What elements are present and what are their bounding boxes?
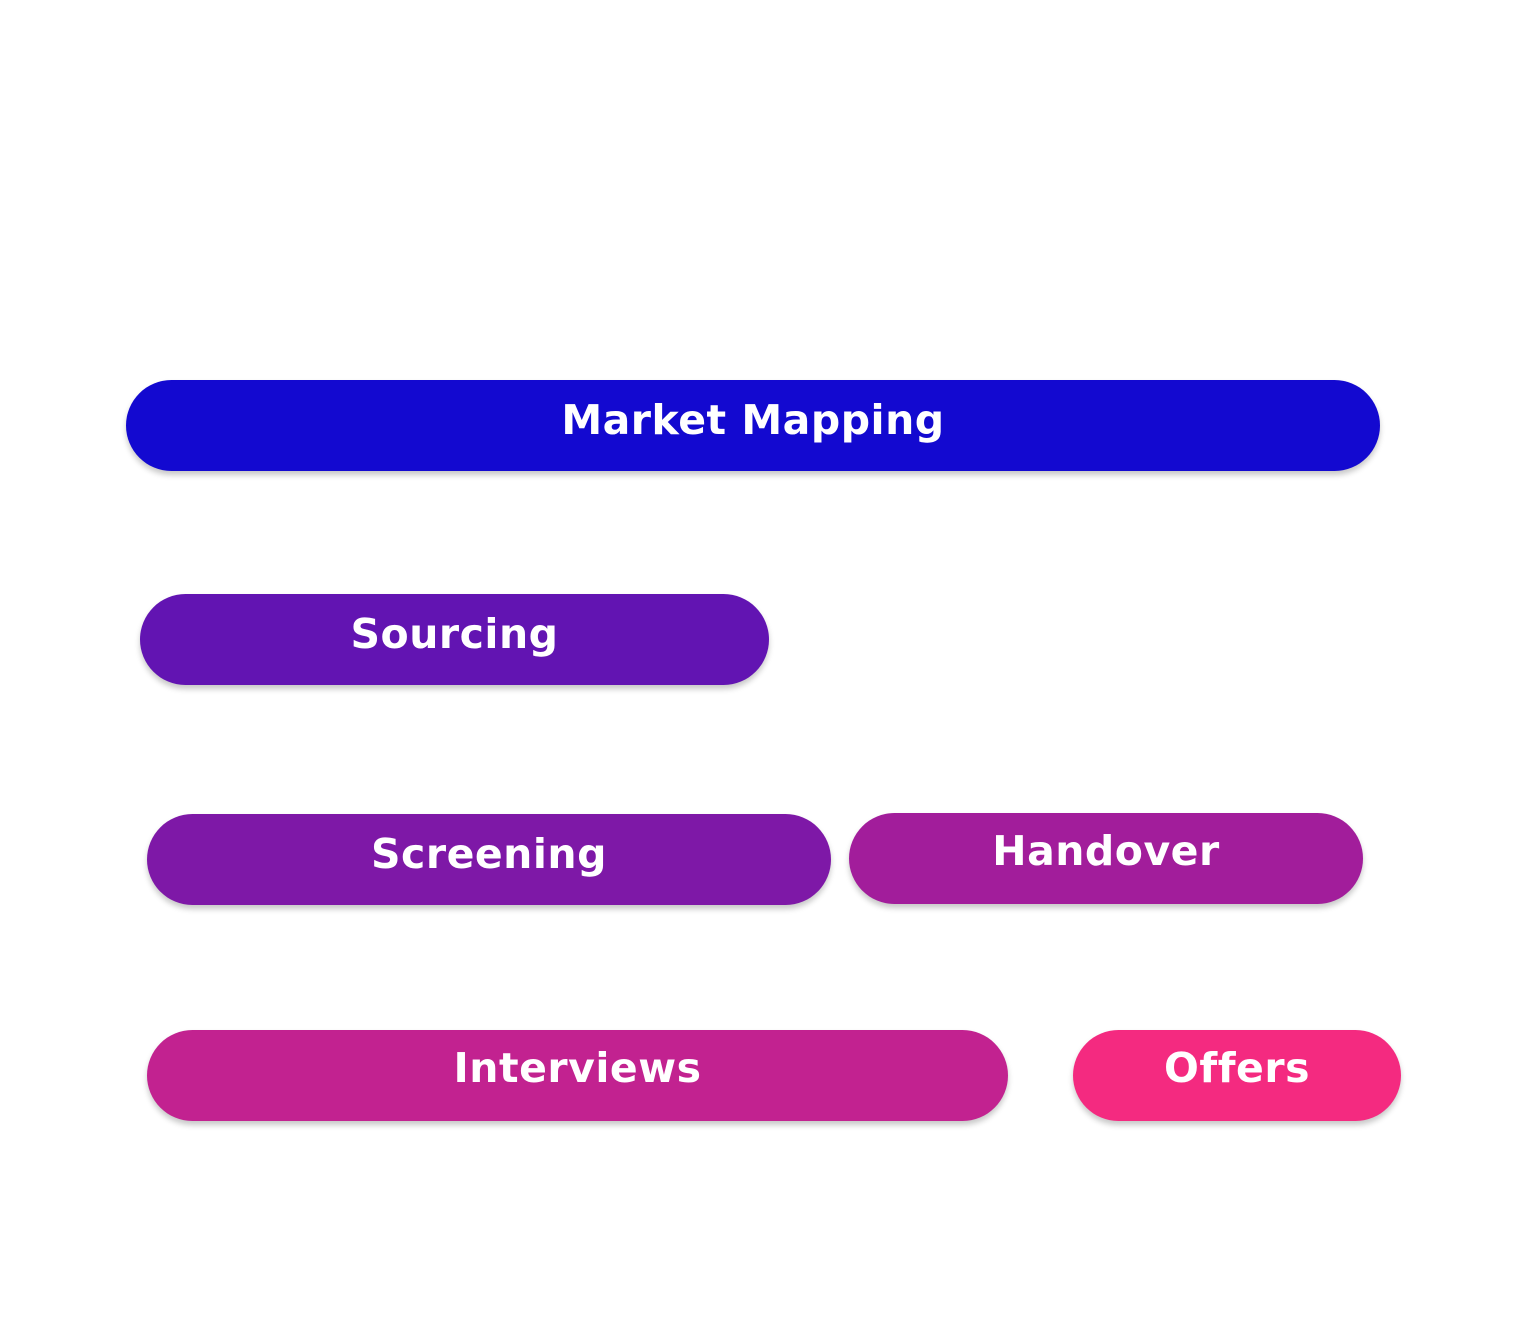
stage-handover-label: Handover bbox=[992, 827, 1220, 875]
stage-screening-label: Screening bbox=[371, 830, 607, 878]
stage-market-mapping-label: Market Mapping bbox=[561, 396, 945, 444]
stage-market-mapping: Market Mapping bbox=[126, 380, 1380, 471]
stage-sourcing: Sourcing bbox=[140, 594, 769, 685]
stage-interviews: Interviews bbox=[147, 1030, 1008, 1121]
stage-screening: Screening bbox=[147, 814, 831, 905]
stage-offers-label: Offers bbox=[1164, 1044, 1310, 1092]
stage-interviews-label: Interviews bbox=[453, 1044, 702, 1092]
stage-handover: Handover bbox=[849, 813, 1363, 904]
stage-offers: Offers bbox=[1073, 1030, 1401, 1121]
stage-sourcing-label: Sourcing bbox=[350, 610, 559, 658]
